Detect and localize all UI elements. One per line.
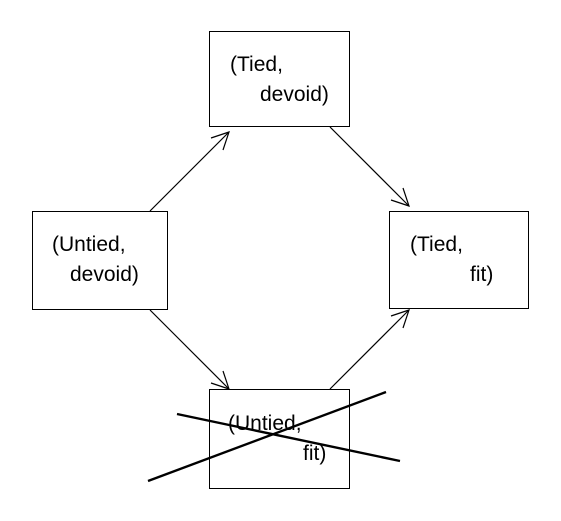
state-label-tied-devoid-line2: devoid) (260, 83, 329, 106)
arrowhead-to-tied-fit-bottom (390, 309, 410, 329)
state-box-untied-fit (209, 389, 350, 489)
state-label-tied-devoid-line1: (Tied, (230, 53, 283, 76)
state-box-tied-fit (389, 211, 529, 309)
state-box-tied-devoid (209, 31, 350, 127)
arrowhead-to-tied-fit-top (390, 187, 410, 207)
state-label-untied-devoid-line1: (Untied, (52, 233, 126, 256)
state-label-untied-devoid-line2: devoid) (70, 263, 139, 286)
state-label-tied-fit-line2: fit) (470, 263, 494, 286)
transition-untied-devoid-to-untied-fit (149, 309, 230, 390)
transition-untied-fit-to-tied-fit (329, 309, 410, 390)
state-box-untied-devoid (32, 211, 168, 310)
arrowhead-to-untied-fit (210, 370, 230, 390)
transition-tied-devoid-to-tied-fit (329, 126, 410, 207)
cross-out-stroke-2 (147, 390, 387, 483)
transition-untied-devoid-to-tied-devoid (149, 131, 230, 212)
state-label-tied-fit-line1: (Tied, (410, 233, 463, 256)
cross-out-stroke-1 (176, 412, 401, 463)
arrowhead-to-tied-devoid (210, 131, 230, 151)
state-label-untied-fit-line2: fit) (303, 442, 327, 465)
